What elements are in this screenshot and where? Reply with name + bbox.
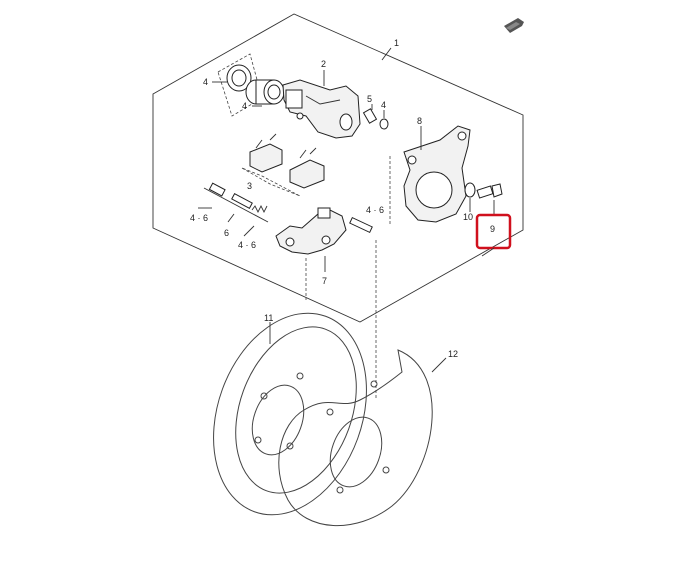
callout-3: 3 <box>247 181 252 191</box>
piston <box>245 79 285 105</box>
callout-10: 10 <box>463 212 473 222</box>
callout-4-6-left: 4 · 6 <box>190 213 208 223</box>
callout-12: 12 <box>448 349 458 359</box>
slide-pin-assembly <box>203 182 269 223</box>
callout-4-seal: 4 <box>203 77 208 87</box>
slide-pin-right <box>349 216 373 234</box>
bleeder-screw <box>362 104 378 124</box>
caliper-adaptor <box>403 125 471 223</box>
callout-4-6-right: 4 · 6 <box>366 205 384 215</box>
callout-2: 2 <box>321 59 326 69</box>
callout-11: 11 <box>264 313 273 323</box>
forward-arrow-icon <box>504 18 524 33</box>
callout-4-piston: 4 <box>242 101 247 111</box>
brake-pad-right <box>289 147 325 189</box>
callout-1: 1 <box>394 38 399 48</box>
dust-shield <box>278 349 433 526</box>
callout-8: 8 <box>417 116 422 126</box>
assembly-frame <box>152 13 524 323</box>
brake-disc <box>213 312 367 516</box>
callout-5: 5 <box>367 94 372 104</box>
washer <box>464 182 476 198</box>
callout-7: 7 <box>322 276 327 286</box>
callout-4-6-mid: 4 · 6 <box>238 240 256 250</box>
caliper-bracket <box>275 207 347 255</box>
callout-6: 6 <box>224 228 229 238</box>
callout-9: 9 <box>490 224 495 234</box>
caliper-body <box>282 79 361 139</box>
mounting-bolt <box>476 183 503 199</box>
piston-seal <box>226 64 252 92</box>
pad-group-box <box>241 167 301 197</box>
bleeder-cap <box>379 118 389 130</box>
brake-pad-left <box>249 133 283 173</box>
callout-4-cap: 4 <box>381 100 386 110</box>
